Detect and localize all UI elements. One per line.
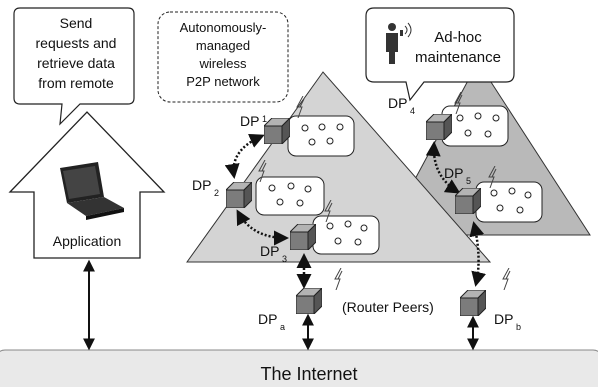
link-dp4-dp5	[425, 141, 461, 194]
dpa-label: DP a	[258, 311, 285, 332]
dp2-label: DP 2	[192, 177, 219, 198]
sensor-group-2	[255, 176, 325, 216]
svg-text:2: 2	[214, 188, 219, 198]
dp3-label: DP 3	[260, 243, 287, 264]
svg-text:b: b	[516, 322, 521, 332]
svg-text:DP: DP	[494, 311, 513, 327]
link-dp2-dp3	[236, 209, 289, 246]
router-peers-label: (Router Peers)	[342, 299, 434, 315]
send-line-2: requests and	[36, 35, 117, 51]
sensor-group-4	[441, 105, 509, 147]
adhoc-line-2: maintenance	[415, 49, 501, 66]
svg-text:DP: DP	[444, 165, 463, 181]
application-node: Application	[8, 111, 166, 259]
send-line-4: from remote	[38, 75, 114, 91]
network-line-4: P2P network	[186, 74, 260, 89]
network-callout: Autonomously- managed wireless P2P netwo…	[157, 11, 289, 103]
internet-label: The Internet	[260, 364, 357, 384]
svg-text:a: a	[280, 322, 285, 332]
network-line-3: wireless	[199, 56, 247, 71]
dpa-node	[296, 288, 322, 314]
dp3-node	[290, 224, 316, 250]
wireless-signal-icon	[334, 268, 343, 290]
dpb-node	[460, 290, 486, 316]
sensor-group-3	[312, 215, 380, 255]
dp1-node	[264, 118, 290, 144]
application-label: Application	[53, 233, 122, 249]
svg-text:1: 1	[262, 114, 267, 124]
svg-text:DP: DP	[260, 243, 279, 259]
link-dp5-dpb	[469, 221, 487, 287]
sensor-group-1	[287, 115, 355, 157]
send-line-1: Send	[60, 15, 93, 31]
network-line-1: Autonomously-	[180, 20, 267, 35]
sensor-group-5	[475, 181, 543, 223]
adhoc-callout: Ad-hoc maintenance	[365, 7, 515, 102]
person-with-phone-icon	[386, 22, 412, 64]
internet-bar: The Internet	[0, 349, 598, 387]
dp4-label: DP 4	[388, 95, 415, 116]
dp5-node	[455, 188, 481, 214]
svg-text:5: 5	[466, 176, 471, 186]
svg-text:DP: DP	[240, 113, 259, 129]
dp2-node	[226, 182, 252, 208]
svg-text:DP: DP	[388, 95, 407, 111]
dp4-node	[426, 114, 452, 140]
wireless-signal-icon	[502, 268, 511, 290]
svg-text:DP: DP	[258, 311, 277, 327]
dp5-label: DP 5	[444, 165, 471, 186]
dp1-label: DP 1	[240, 113, 267, 129]
adhoc-line-1: Ad-hoc	[434, 29, 482, 46]
svg-text:4: 4	[410, 106, 415, 116]
svg-text:3: 3	[282, 254, 287, 264]
svg-text:DP: DP	[192, 177, 211, 193]
link-dp1-dp2	[224, 133, 265, 179]
send-line-3: retrieve data	[37, 55, 115, 71]
dpb-label: DP b	[494, 311, 521, 332]
network-line-2: managed	[196, 38, 250, 53]
send-requests-callout: Send requests and retrieve data from rem…	[13, 7, 135, 126]
laptop-icon	[60, 162, 124, 220]
